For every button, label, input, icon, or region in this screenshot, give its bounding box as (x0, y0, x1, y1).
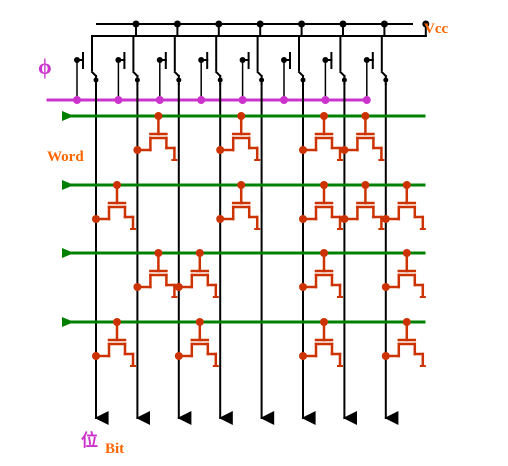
phi-node (321, 96, 330, 104)
gate-bubble (239, 57, 246, 63)
vcc-node (298, 20, 306, 28)
gate-bubble (281, 57, 287, 63)
drain-node (300, 77, 306, 83)
phi-node (73, 96, 81, 104)
drain-node (133, 146, 142, 154)
precharge-transistor (239, 20, 306, 101)
phi-node (280, 96, 288, 104)
precharge-transistor (281, 20, 347, 101)
word-label: Word (47, 149, 84, 165)
cells-layer (92, 112, 426, 367)
memory-cell (174, 249, 219, 298)
drain-node (383, 77, 389, 83)
bit-label-en: Bit (105, 441, 124, 457)
memory-cell (92, 181, 136, 230)
memory-cell (381, 318, 426, 367)
word-line-arrow (62, 111, 74, 121)
drain-node (216, 215, 225, 223)
drain-node (299, 215, 307, 223)
bit-label-cn: 位 (81, 430, 98, 450)
drain-node (174, 352, 183, 360)
word-line-arrow (62, 180, 74, 190)
phi-label: ϕ (38, 54, 52, 79)
memory-cell (92, 318, 136, 367)
drain-node (216, 146, 225, 154)
memory-cell (299, 249, 343, 298)
word-line-arrow (62, 248, 74, 258)
vcc-label: Vcc (424, 21, 448, 37)
memory-cell (216, 181, 261, 230)
drain-node (299, 283, 307, 291)
precharge-transistor (74, 20, 140, 101)
drain-node (176, 77, 182, 83)
precharge-transistor (115, 20, 181, 101)
drain-node (299, 146, 307, 154)
drain-node (92, 215, 100, 223)
gate-bubble (115, 57, 122, 63)
memory-cell (299, 318, 343, 367)
memory-cell (299, 112, 343, 161)
word-line-arrow (62, 317, 74, 327)
drain-node (381, 215, 390, 223)
drain-node (341, 77, 347, 83)
drain-node (381, 283, 390, 291)
phi-node (114, 96, 123, 104)
memory-cell (174, 318, 219, 367)
drain-node (259, 77, 265, 83)
memory-cell (340, 181, 385, 230)
vcc-node (339, 20, 347, 28)
phi-node (197, 96, 206, 104)
drain-node (299, 352, 307, 360)
vcc-node (256, 20, 264, 28)
phi-node (155, 96, 164, 104)
memory-cell (216, 112, 261, 161)
gate-bubble (198, 57, 205, 63)
drain-node (340, 215, 349, 223)
drain-node (340, 146, 349, 154)
drain-node (133, 283, 142, 291)
drain-node (381, 352, 390, 360)
drain-node (93, 77, 99, 83)
drain-node (92, 352, 100, 360)
memory-cell (133, 112, 178, 161)
gate-bubble (363, 57, 370, 63)
vcc-node (422, 20, 430, 28)
gate-bubble (74, 57, 80, 63)
memory-cell (381, 181, 426, 230)
memory-cell (133, 249, 178, 298)
precharge-transistor (322, 20, 388, 101)
vcc-node (380, 20, 388, 28)
gate-bubble (156, 57, 163, 63)
gate-bubble (322, 57, 329, 63)
drain-node (217, 77, 223, 83)
precharge-transistor (198, 20, 264, 101)
drain-node (134, 77, 140, 83)
precharge-transistor (156, 20, 223, 101)
vcc-node (173, 20, 181, 28)
phi-node (362, 96, 371, 104)
precharge-transistor (363, 20, 430, 101)
memory-cell (340, 112, 385, 161)
memory-cell (299, 181, 343, 230)
vcc-node (132, 20, 140, 28)
phi-node (238, 96, 247, 104)
memory-cell (381, 249, 426, 298)
drain-node (174, 283, 183, 291)
vcc-node (215, 20, 223, 28)
